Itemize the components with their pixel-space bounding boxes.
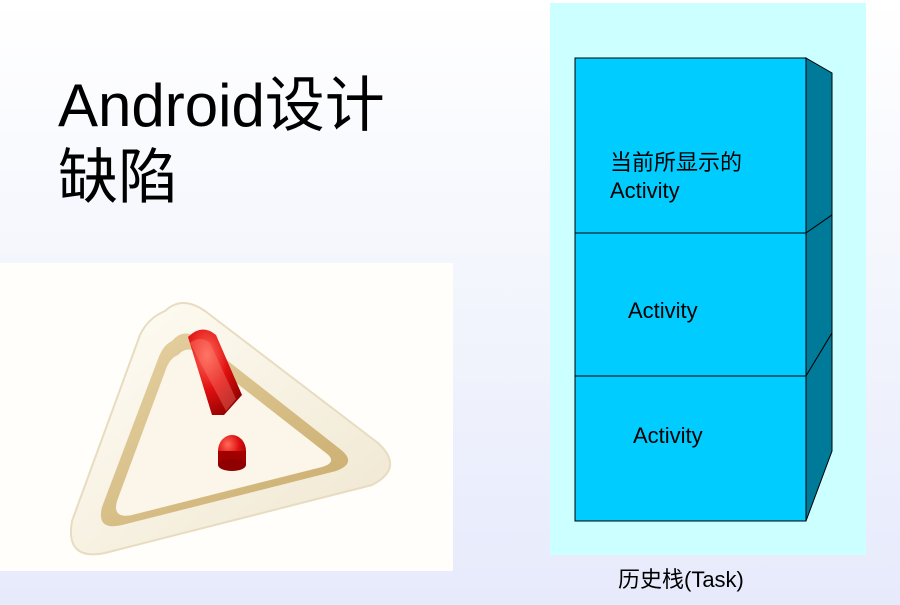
middle-block-label: Activity (628, 298, 698, 323)
warning-triangle-icon (0, 263, 453, 571)
activity-stack-panel: 当前所显示的 Activity Activity Activity (550, 3, 866, 555)
title-line-2: 缺陷 (58, 144, 178, 211)
top-block-label: 当前所显示的 Activity (610, 149, 742, 205)
stack-block-middle (574, 232, 807, 377)
slide-title: Android设计 缺陷 (58, 70, 478, 214)
stack-block-top (574, 57, 807, 234)
stack-caption: 历史栈(Task) (618, 567, 744, 592)
title-line-1: Android设计 (58, 72, 385, 139)
activity-stack-diagram (574, 57, 833, 522)
stack-block-bottom (574, 375, 807, 522)
top-block-label-line-2: Activity (610, 178, 680, 203)
bottom-block-label: Activity (633, 423, 703, 448)
stack-side-face-top (805, 57, 833, 234)
top-block-label-line-1: 当前所显示的 (610, 150, 743, 175)
